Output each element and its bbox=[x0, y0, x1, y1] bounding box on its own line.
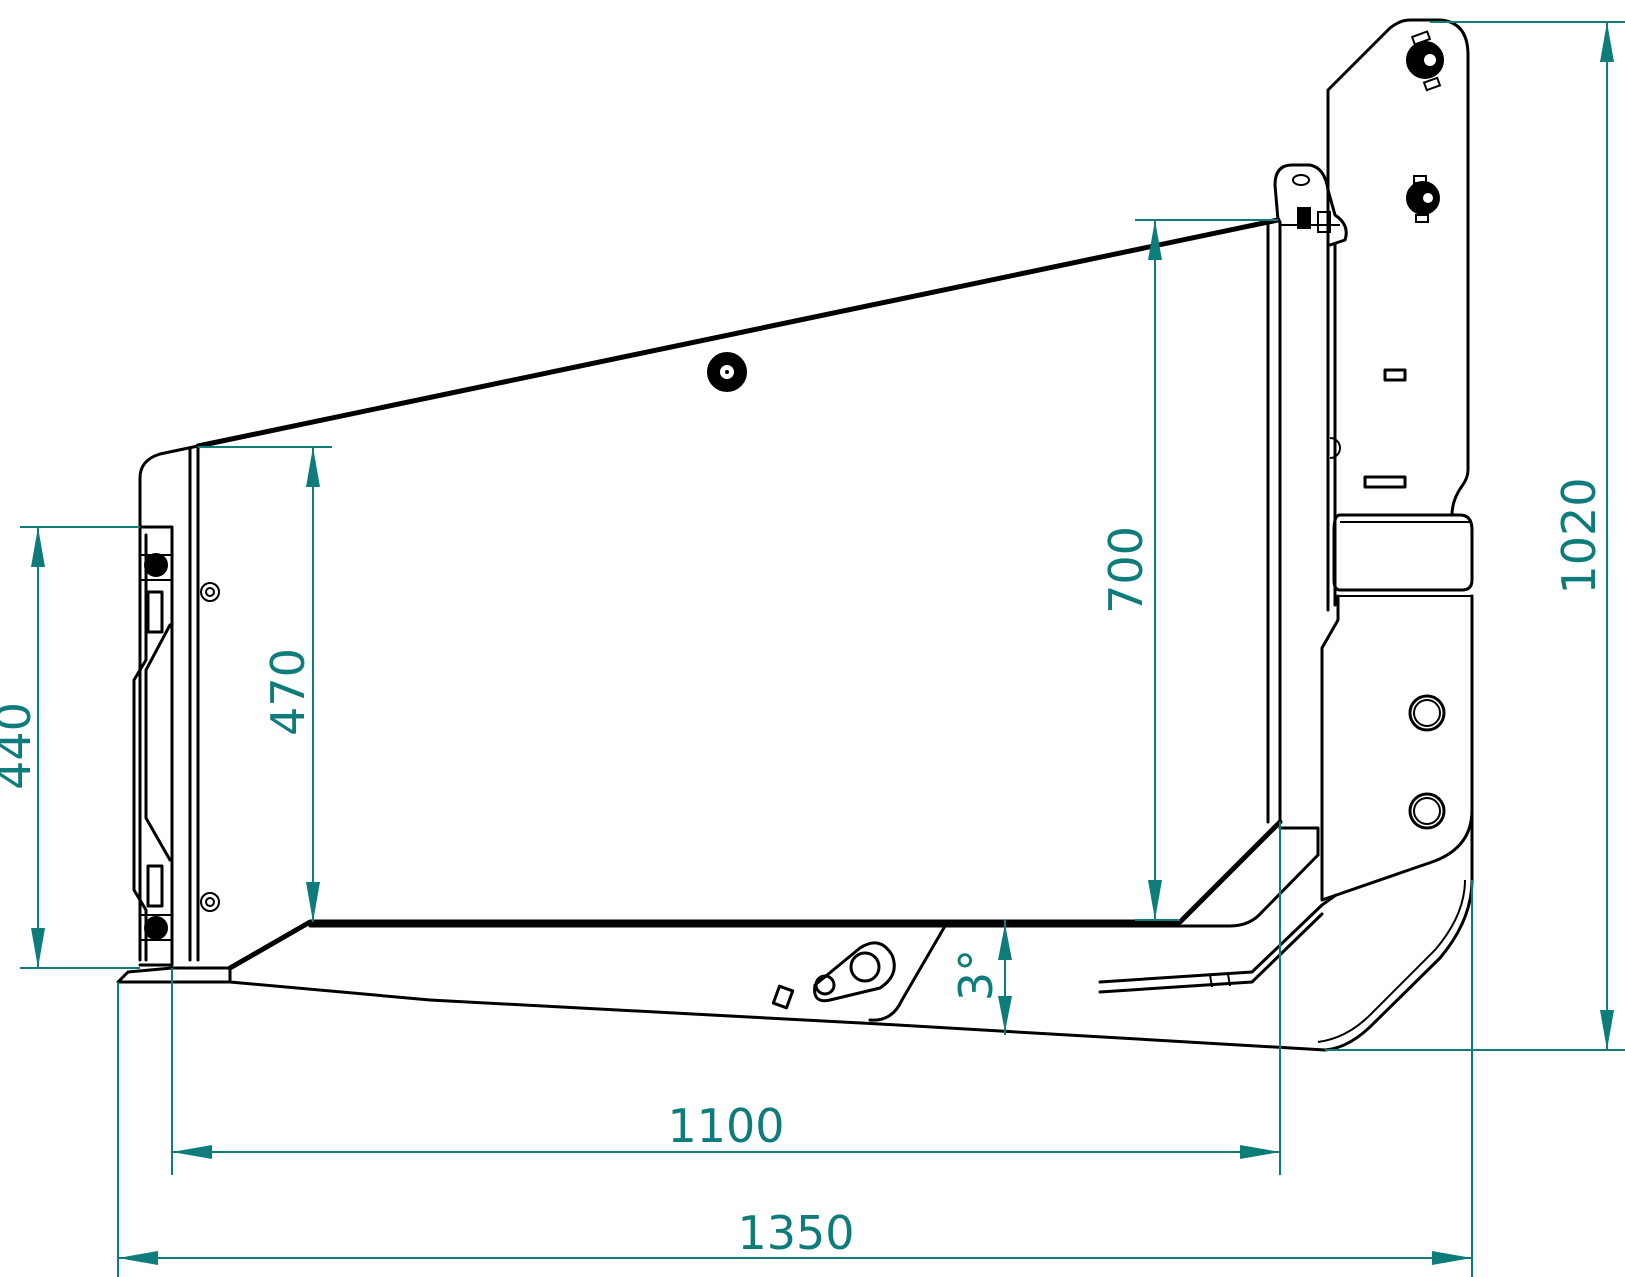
arrowhead bbox=[31, 527, 45, 567]
top-edge bbox=[195, 217, 1281, 449]
rear-bolt-head bbox=[144, 553, 168, 577]
floor-inner bbox=[308, 853, 1320, 928]
foot-hole bbox=[1408, 792, 1446, 830]
arrowhead bbox=[306, 882, 320, 922]
arrowhead bbox=[1148, 880, 1162, 920]
dimension-label-1350: 1350 bbox=[737, 1206, 854, 1260]
post-hole bbox=[1406, 30, 1444, 92]
arrowhead bbox=[998, 924, 1012, 960]
floor-edge bbox=[227, 819, 1283, 971]
arrowhead bbox=[118, 1251, 158, 1265]
arrowhead bbox=[1600, 22, 1614, 62]
post-slot bbox=[1383, 368, 1407, 382]
front-foot bbox=[1320, 594, 1474, 902]
arrowhead bbox=[1432, 1251, 1472, 1265]
dimension-label-440: 440 bbox=[0, 702, 41, 790]
dimension-label-1020: 1020 bbox=[1552, 477, 1606, 594]
inner-ramp bbox=[1098, 893, 1338, 984]
small-tab bbox=[771, 984, 795, 1010]
rear-panel-top bbox=[138, 444, 200, 962]
dimension-label-1100: 1100 bbox=[667, 1099, 784, 1153]
arrowhead bbox=[1148, 220, 1162, 260]
dimension-label-470: 470 bbox=[261, 648, 315, 736]
link-bracket bbox=[813, 941, 896, 1003]
panel-screw bbox=[200, 582, 220, 602]
arrowhead bbox=[172, 1145, 212, 1159]
front-foot-curve bbox=[1323, 808, 1474, 1052]
inner-ramp bbox=[1098, 912, 1324, 994]
part-outline bbox=[116, 18, 1474, 1052]
dimension-labels: 1020 700 470 440 3° 1100 1350 bbox=[0, 477, 1606, 1260]
arrowhead bbox=[1240, 1145, 1280, 1159]
dimension-label-angle: 3° bbox=[949, 949, 1003, 1001]
foot-hole bbox=[1408, 694, 1446, 732]
post-hole bbox=[1406, 175, 1440, 223]
dimension-label-700: 700 bbox=[1099, 526, 1153, 614]
arrowhead bbox=[31, 928, 45, 968]
arrowhead bbox=[1600, 1010, 1614, 1050]
rear-bracket bbox=[132, 525, 174, 967]
chassis-slot bbox=[868, 924, 947, 1022]
front-post bbox=[1326, 18, 1470, 517]
rear-bolt-head bbox=[144, 916, 168, 940]
arrowhead bbox=[306, 447, 320, 487]
panel-screw bbox=[200, 892, 220, 912]
post-slot bbox=[1363, 475, 1407, 489]
arrowhead bbox=[998, 996, 1012, 1032]
dimension-lines bbox=[20, 21, 1625, 1277]
hinge-lug bbox=[1273, 163, 1348, 247]
underside-edge bbox=[228, 980, 1327, 1052]
front-block bbox=[1332, 513, 1474, 592]
rear-foot bbox=[116, 966, 232, 984]
top-screw bbox=[707, 352, 747, 392]
